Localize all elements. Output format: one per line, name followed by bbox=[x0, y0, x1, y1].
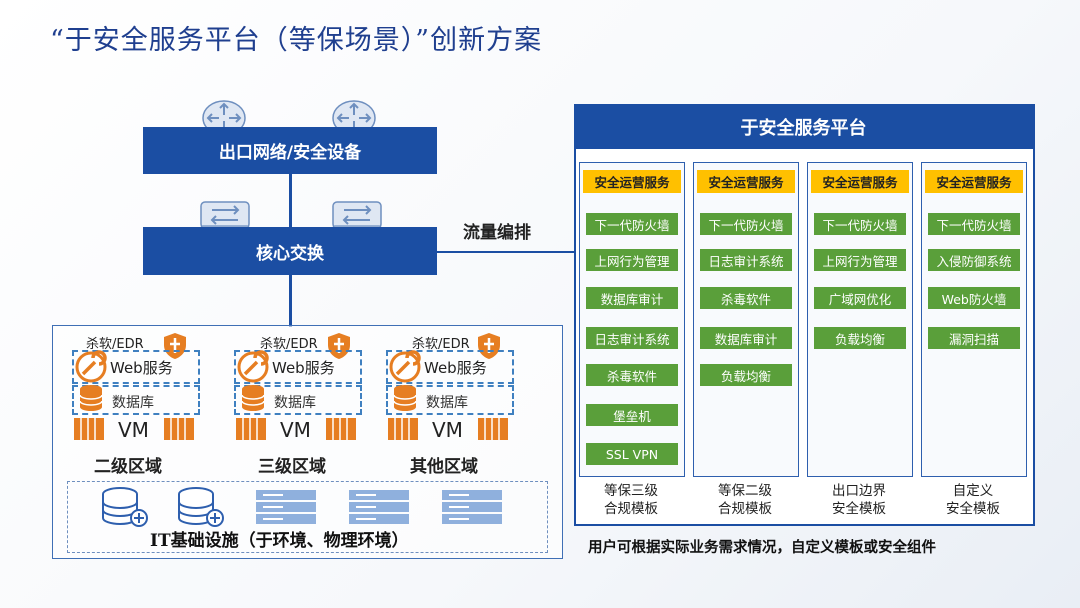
component-antivirus[interactable]: 杀毒软件 bbox=[586, 364, 678, 386]
database-box bbox=[72, 385, 200, 415]
component-ngfw[interactable]: 下一代防火墙 bbox=[586, 213, 678, 235]
security-ops-badge: 安全运营服务 bbox=[697, 170, 795, 193]
it-infrastructure-box bbox=[67, 481, 548, 553]
vm-label: VM bbox=[432, 418, 463, 442]
component-ngfw[interactable]: 下一代防火墙 bbox=[928, 213, 1020, 235]
vm-chip-icon bbox=[388, 418, 418, 440]
component-db-audit[interactable]: 数据库审计 bbox=[586, 287, 678, 309]
component-ssl-vpn[interactable]: SSL VPN bbox=[586, 443, 678, 465]
web-service-label: Web服务 bbox=[424, 359, 487, 377]
core-switch-label: 核心交换 bbox=[256, 243, 324, 264]
core-switch-bar: 核心交换 bbox=[143, 227, 437, 275]
storage-icon bbox=[178, 487, 224, 527]
platform-title: 于安全服务平台 bbox=[740, 117, 867, 139]
template-column-egress bbox=[807, 162, 913, 477]
page-title: “于安全服务平台（等保场景）”创新方案 bbox=[50, 25, 543, 56]
component-load-balancer[interactable]: 负载均衡 bbox=[700, 364, 792, 386]
vm-chip-icon bbox=[74, 418, 104, 440]
component-ips[interactable]: 入侵防御系统 bbox=[928, 249, 1020, 271]
database-label: 数据库 bbox=[426, 395, 468, 411]
database-icon bbox=[241, 385, 265, 411]
database-label: 数据库 bbox=[274, 395, 316, 411]
component-bastion[interactable]: 堡垒机 bbox=[586, 404, 678, 426]
security-ops-badge: 安全运营服务 bbox=[811, 170, 909, 193]
platform-header: 于安全服务平台 bbox=[574, 104, 1033, 149]
component-behavior-mgmt[interactable]: 上网行为管理 bbox=[586, 249, 678, 271]
vm-chip-icon bbox=[326, 418, 356, 440]
template-column-level3 bbox=[579, 162, 685, 477]
web-service-label: Web服务 bbox=[110, 359, 173, 377]
vm-label: VM bbox=[280, 418, 311, 442]
component-waf[interactable]: Web防火墙 bbox=[928, 287, 1020, 309]
edr-label: 杀软/EDR bbox=[260, 337, 318, 352]
template-label: 等保二级合规模板 bbox=[718, 483, 772, 517]
storage-icon bbox=[102, 487, 148, 527]
component-log-audit[interactable]: 日志审计系统 bbox=[700, 249, 792, 271]
template-label: 自定义安全模板 bbox=[946, 483, 1000, 517]
web-service-label: Web服务 bbox=[272, 359, 335, 377]
component-antivirus[interactable]: 杀毒软件 bbox=[700, 287, 792, 309]
component-ngfw[interactable]: 下一代防火墙 bbox=[814, 213, 906, 235]
zone-name: 三级区域 bbox=[258, 457, 326, 477]
database-box bbox=[234, 385, 362, 415]
web-service-icon bbox=[389, 350, 421, 383]
edr-label: 杀软/EDR bbox=[412, 337, 470, 352]
zone-other: 杀软/EDR Web服务 数据库 VM 其他区域 bbox=[386, 330, 516, 477]
web-service-box bbox=[234, 350, 362, 384]
platform-note: 用户可根据实际业务需求情况，自定义模板或安全组件 bbox=[588, 539, 936, 556]
vm-chip-icon bbox=[236, 418, 266, 440]
component-db-audit[interactable]: 数据库审计 bbox=[700, 327, 792, 349]
egress-network-label: 出口网络/安全设备 bbox=[218, 143, 362, 163]
web-service-box bbox=[72, 350, 200, 384]
connector-line bbox=[289, 275, 292, 327]
security-ops-badge: 安全运营服务 bbox=[925, 170, 1023, 193]
zone-level-3: 杀软/EDR Web服务 数据库 VM 三级区域 bbox=[234, 330, 364, 477]
flow-orchestration-label: 流量编排 bbox=[463, 223, 531, 243]
database-icon bbox=[79, 385, 103, 411]
server-icon bbox=[442, 490, 502, 524]
server-icon bbox=[349, 490, 409, 524]
template-label: 等保三级合规模板 bbox=[604, 483, 658, 517]
zone-level-2: 杀软/EDR Web服务 数据库 VM 二级区域 bbox=[72, 330, 202, 477]
edr-label: 杀软/EDR bbox=[86, 337, 144, 352]
vm-label: VM bbox=[118, 418, 149, 442]
database-label: 数据库 bbox=[112, 395, 154, 411]
component-load-balancer[interactable]: 负载均衡 bbox=[814, 327, 906, 349]
template-column-level2 bbox=[693, 162, 799, 477]
web-service-box bbox=[386, 350, 514, 384]
web-service-icon bbox=[75, 350, 107, 383]
database-box bbox=[386, 385, 514, 415]
vm-chip-icon bbox=[478, 418, 508, 440]
component-ngfw[interactable]: 下一代防火墙 bbox=[700, 213, 792, 235]
component-vuln-scan[interactable]: 漏洞扫描 bbox=[928, 327, 1020, 349]
security-ops-badge: 安全运营服务 bbox=[583, 170, 681, 193]
server-icon bbox=[256, 490, 316, 524]
component-wan-opt[interactable]: 广域网优化 bbox=[814, 287, 906, 309]
vm-chip-icon bbox=[164, 418, 194, 440]
database-icon bbox=[393, 385, 417, 411]
component-log-audit[interactable]: 日志审计系统 bbox=[586, 327, 678, 349]
zone-name: 其他区域 bbox=[410, 457, 478, 477]
zone-name: 二级区域 bbox=[94, 457, 162, 477]
web-service-icon bbox=[237, 350, 269, 383]
template-column-custom bbox=[921, 162, 1027, 477]
connector-line bbox=[289, 174, 292, 228]
it-infrastructure-label: IT基础设施（于环境、物理环境） bbox=[150, 531, 409, 551]
template-label: 出口边界安全模板 bbox=[832, 483, 886, 517]
component-behavior-mgmt[interactable]: 上网行为管理 bbox=[814, 249, 906, 271]
egress-network-bar: 出口网络/安全设备 bbox=[143, 127, 437, 174]
flow-connector-line bbox=[437, 251, 575, 253]
